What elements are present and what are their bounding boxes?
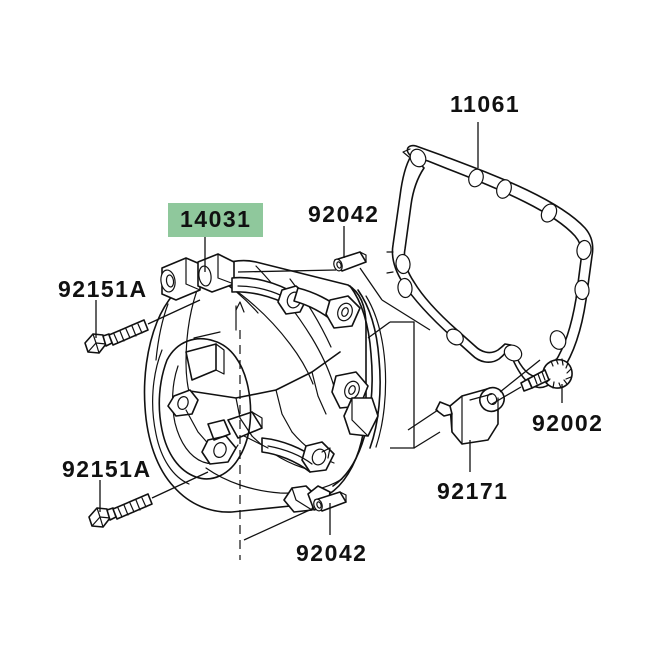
dowel-pin-upper-92042	[333, 251, 367, 272]
part-label-11061[interactable]: 11061	[450, 91, 521, 117]
part-label-92151a-upper[interactable]: 92151A	[58, 276, 148, 302]
flange-bolt-upper-92151a	[84, 319, 149, 354]
part-label-92042-upper[interactable]: 92042	[308, 201, 380, 227]
part-label-92171[interactable]: 92171	[437, 478, 509, 504]
flange-bolt-lower-92151a	[88, 493, 153, 528]
gasket-11061	[386, 144, 594, 389]
dowel-pin-lower-92042	[313, 491, 347, 512]
generator-cover-14031	[143, 253, 387, 560]
leader-lines	[95, 122, 563, 541]
part-label-14031[interactable]: 14031	[168, 203, 264, 237]
part-label-92002[interactable]: 92002	[532, 410, 604, 436]
bolt-92002	[520, 358, 573, 392]
part-label-92042-lower[interactable]: 92042	[296, 540, 368, 566]
clamp-92171	[435, 386, 505, 445]
part-label-92151a-lower[interactable]: 92151A	[62, 456, 152, 482]
